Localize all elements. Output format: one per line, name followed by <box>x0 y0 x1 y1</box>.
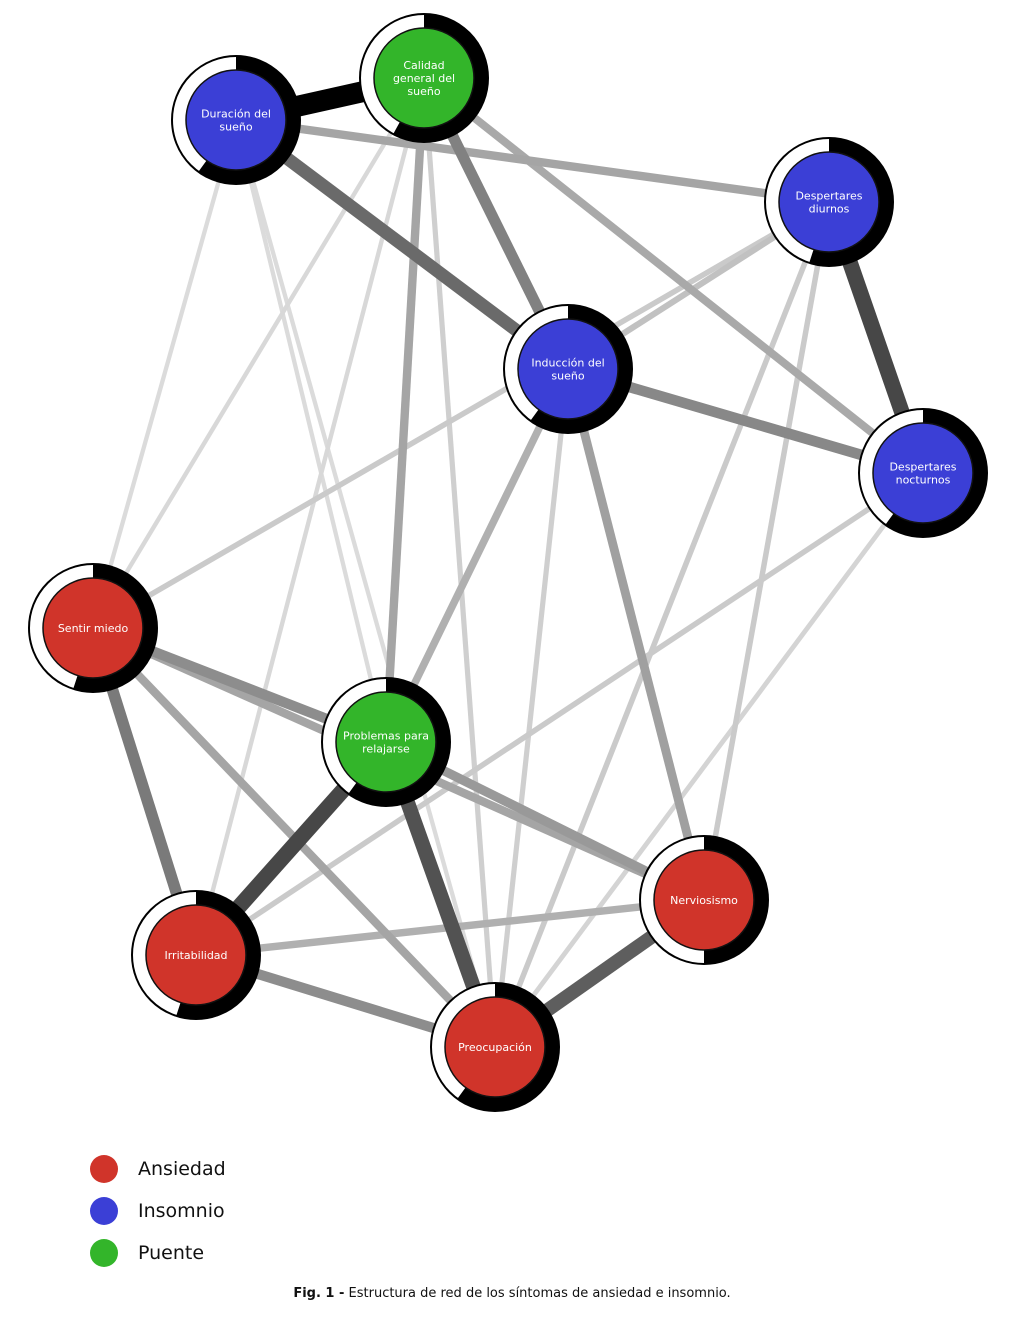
node-circle <box>778 151 880 253</box>
predictability-arc <box>176 891 260 1019</box>
edge-induccion-relajarse <box>382 367 572 744</box>
edge-calidad-irritabilidad <box>193 77 427 956</box>
node-label: Despertares <box>795 190 862 203</box>
edge-duracion-preocupacion <box>233 119 498 1048</box>
node-circle <box>185 69 287 171</box>
legend-dot-puente <box>90 1239 118 1267</box>
edge-nocturnos-irritabilidad <box>194 470 925 958</box>
node-label: Irritabilidad <box>164 949 227 962</box>
figure-caption: Fig. 1 - Estructura de red de los síntom… <box>0 1286 1024 1301</box>
node-label: Nerviosismo <box>670 894 738 907</box>
node-irritabilidad[interactable]: Irritabilidad <box>131 890 261 1020</box>
node-label: sueño <box>551 370 584 383</box>
node-circle <box>653 849 755 951</box>
legend-dot-insomnio <box>90 1197 118 1225</box>
legend-item-insomnio: Insomnio <box>90 1190 226 1232</box>
node-label: general del <box>393 72 455 85</box>
node-circle <box>872 422 974 524</box>
node-label: relajarse <box>362 743 410 756</box>
predictability-arc <box>73 564 157 692</box>
node-label: diurnos <box>809 203 850 216</box>
node-circle <box>42 577 144 679</box>
legend-label: Insomnio <box>138 1200 225 1222</box>
legend-label: Puente <box>138 1242 205 1264</box>
node-label: Calidad <box>403 59 444 72</box>
edge-calidad-nocturnos <box>421 74 926 477</box>
edge-diurnos-miedo <box>91 199 831 631</box>
edge-induccion-nerviosismo <box>563 367 709 902</box>
edge-diurnos-nerviosismo <box>701 201 832 901</box>
edge-calidad-miedo <box>91 76 426 630</box>
node-label: nocturnos <box>896 474 951 487</box>
predictability-arc <box>457 983 559 1111</box>
edge-induccion-preocupacion <box>492 368 571 1048</box>
node-label: Sentir miedo <box>58 622 129 635</box>
predictability-arc <box>530 305 632 433</box>
node-circle <box>444 996 546 1098</box>
edge-nocturnos-preocupacion <box>493 471 925 1049</box>
node-label: Despertares <box>889 461 956 474</box>
predictability-arc <box>703 836 768 964</box>
node-circle <box>335 691 437 793</box>
predictability-arc <box>198 56 300 184</box>
caption-prefix: Fig. 1 - <box>293 1286 345 1301</box>
node-label: sueño <box>407 85 440 98</box>
node-nerviosismo[interactable]: Nerviosismo <box>639 835 769 965</box>
node-circle <box>517 318 619 420</box>
edge-duracion-diurnos <box>235 115 830 207</box>
node-preocupacion[interactable]: Preocupación <box>430 982 560 1112</box>
edge-calidad-relajarse <box>381 77 429 743</box>
predictability-arc <box>809 138 893 266</box>
legend: Ansiedad Insomnio Puente <box>90 1148 226 1274</box>
node-label: Inducción del <box>531 357 604 370</box>
node-label: Problemas para <box>343 730 429 743</box>
legend-item-ansiedad: Ansiedad <box>90 1148 226 1190</box>
edge-duracion-relajarse <box>233 119 389 743</box>
predictability-arc <box>393 14 488 142</box>
node-label: Preocupación <box>458 1041 532 1054</box>
predictability-arc <box>348 678 450 806</box>
edge-duracion-induccion <box>232 114 572 375</box>
node-circle <box>145 904 247 1006</box>
legend-label: Ansiedad <box>138 1158 226 1180</box>
node-label: sueño <box>219 121 252 134</box>
node-miedo[interactable]: Sentir miedo <box>28 563 158 693</box>
edge-diurnos-preocupacion <box>492 200 832 1049</box>
legend-item-puente: Puente <box>90 1232 226 1274</box>
edge-calidad-preocupacion <box>421 77 498 1048</box>
predictability-arc <box>885 409 987 537</box>
node-circle <box>373 27 475 129</box>
edge-duracion-miedo <box>90 119 239 629</box>
caption-text: Estructura de red de los síntomas de ans… <box>344 1286 731 1301</box>
node-label: Duración del <box>201 108 271 121</box>
legend-dot-ansiedad <box>90 1155 118 1183</box>
